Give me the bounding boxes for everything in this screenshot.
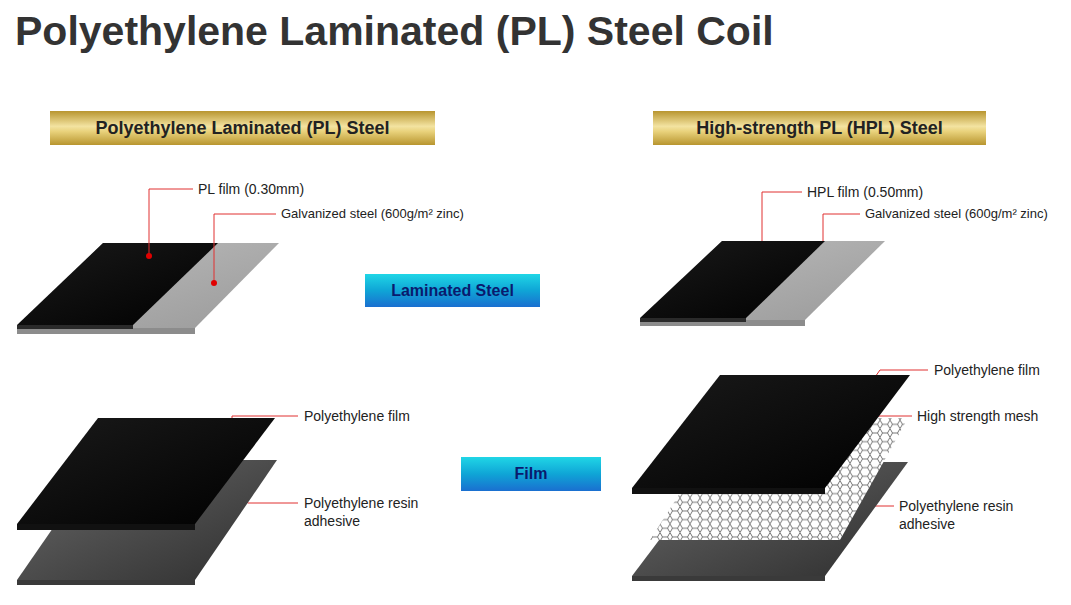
- hpl-steel-sheet: [640, 241, 885, 326]
- part-label: HPL film (0.50mm): [807, 183, 923, 201]
- pl-film-layers: [17, 418, 277, 585]
- part-label: Galvanized steel (600g/m² zinc): [281, 205, 464, 223]
- part-label: PL film (0.30mm): [198, 180, 304, 198]
- band-text: High-strength PL (HPL) Steel: [696, 118, 943, 139]
- part-label: High strength mesh: [917, 407, 1038, 425]
- part-label: Polyethylene film: [934, 361, 1040, 379]
- part-label: Polyethylene film: [304, 407, 410, 425]
- part-label: Polyethylene resin adhesive: [304, 494, 442, 530]
- header-band: Polyethylene Laminated (PL) Steel: [50, 111, 435, 145]
- part-label: Galvanized steel (600g/m² zinc): [865, 205, 1048, 223]
- hpl-film-layers: [632, 375, 910, 581]
- band-text: Laminated Steel: [391, 282, 514, 300]
- band-text: Polyethylene Laminated (PL) Steel: [95, 118, 389, 139]
- part-label: Polyethylene resin adhesive: [899, 497, 1039, 533]
- section-band: Laminated Steel: [365, 274, 540, 307]
- page-title: Polyethylene Laminated (PL) Steel Coil: [15, 8, 774, 55]
- band-text: Film: [515, 465, 548, 483]
- leader-lines: [149, 189, 928, 506]
- header-band: High-strength PL (HPL) Steel: [653, 111, 986, 145]
- section-band: Film: [461, 457, 601, 491]
- pl-steel-sheet: [17, 243, 279, 334]
